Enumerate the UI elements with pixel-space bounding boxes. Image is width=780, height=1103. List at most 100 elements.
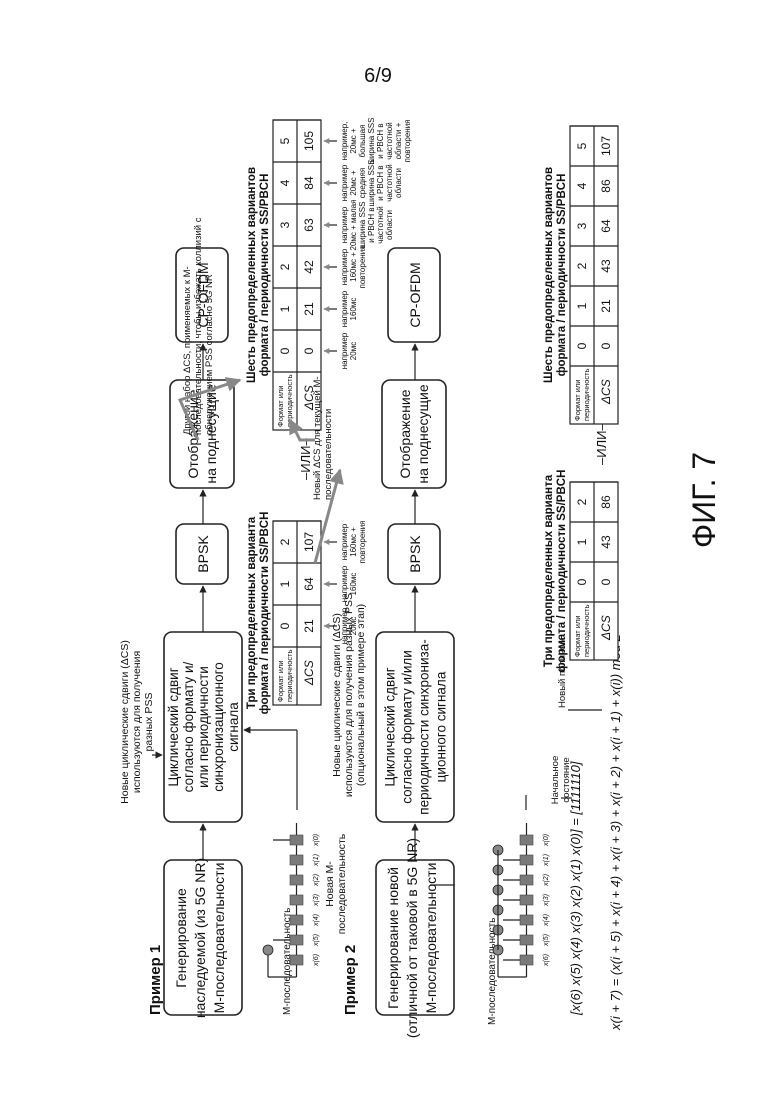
table2-delta-cell: 105	[302, 131, 316, 151]
table2-note-text: 160мс +	[349, 252, 358, 282]
example2-cyc-text: периодичности синхрониза-	[417, 639, 432, 814]
page-number: 6/9	[364, 65, 392, 87]
example2-gen-text: Генерирование новой	[385, 867, 401, 1009]
table4-title: формата / периодичности SS/PBCH	[556, 174, 568, 377]
example1-note: используются для получения	[131, 651, 143, 793]
table2-note-text: 20мс +	[349, 128, 358, 154]
example1-register-label: x(0)	[313, 834, 320, 847]
table2-note-text: средняя	[358, 168, 367, 198]
example2-bpsk-text: BPSK	[407, 535, 423, 573]
table2-delta-cell: 63	[302, 218, 316, 232]
example2-register-label: x(6)	[543, 954, 550, 967]
table2-note-text: например	[340, 164, 349, 201]
table2-note-text: например	[340, 248, 349, 285]
annotation-other-set: обнаружением PSS согласно 5G NR	[204, 274, 215, 435]
table2-delta-cell: 42	[302, 260, 316, 274]
table3-delta-cell: 86	[599, 495, 613, 509]
table1-note-text: 160мс	[349, 573, 358, 596]
table2-note-text: ширина SSS	[367, 118, 376, 165]
rotated-figure: Пример 1 Новые циклические сдвиги (ΔCS)ис…	[119, 118, 722, 1039]
example2-register-label: x(0)	[543, 834, 550, 847]
table2-row-header: периодичность	[285, 374, 294, 427]
table2-note-text: большая	[358, 125, 367, 158]
or-label-top: –ИЛИ–	[298, 438, 313, 480]
example1-register-cell	[290, 835, 303, 845]
example1-register-cell	[290, 855, 303, 865]
table2-format-cell: 5	[278, 137, 292, 144]
example2-register-cell	[520, 895, 533, 905]
example2-title: Пример 2	[342, 945, 359, 1015]
table1-row-header-delta: ΔCS	[302, 660, 316, 686]
example2-cyc-text: Циклический сдвиг	[383, 667, 398, 786]
table2-note-text: частотной	[376, 206, 385, 243]
table2-note-text: повторения	[403, 120, 412, 163]
example2-register-cell	[520, 955, 533, 965]
example1-title: Пример 1	[147, 945, 164, 1015]
example1-register-label: x(3)	[313, 894, 320, 907]
table2-delta-cell: 84	[302, 176, 316, 190]
table4-delta-cell: 0	[599, 342, 613, 349]
table4-format-cell: 0	[575, 342, 589, 349]
example1-gen-text: М-последовательности	[211, 863, 227, 1014]
table2-delta-cell: 21	[302, 302, 316, 316]
example1-gen-text: наследуемой (из 5G NR)	[192, 858, 208, 1018]
table2-title: формата / периодичности SS/PBCH	[259, 174, 271, 377]
table2-note-text: 160мс	[349, 298, 358, 321]
table3-delta-cell: 43	[599, 535, 613, 549]
table3-row-header: периодичность	[582, 604, 591, 657]
figure-caption: ФИГ. 7	[686, 452, 722, 548]
table2-note-text: и PBCH в	[376, 123, 385, 158]
example2-register-cell	[520, 915, 533, 925]
table2-format-cell: 2	[278, 263, 292, 270]
table4-delta-cell: 64	[599, 219, 613, 233]
table1-format-cell: 0	[278, 622, 292, 629]
table2-note-text: повторения	[358, 246, 367, 289]
table1-note-text: 160мс +	[349, 527, 358, 557]
annotation-other-set: последовательности, чтобы избежать колли…	[193, 217, 204, 435]
example2-register-label: x(5)	[543, 934, 550, 947]
example1-cyc-text: синхронизационного	[211, 662, 226, 792]
table2-note-text: и PBCH в	[376, 165, 385, 200]
table3-delta-cell: 0	[599, 578, 613, 585]
example1-register-label: x(1)	[313, 854, 320, 867]
table4-format-cell: 5	[575, 142, 589, 149]
example2-cyc-text: согласно формату и/или	[400, 650, 415, 804]
example1-register-label: x(4)	[313, 914, 320, 927]
figure-content: Пример 1 Новые циклические сдвиги (ΔCS)ис…	[119, 118, 722, 1039]
table2-delta-cell: 0	[302, 347, 316, 354]
table3-title: формата / периодичности SS/PBCH	[556, 470, 568, 673]
example1-bpsk-text: BPSK	[195, 535, 211, 573]
table1-note-text: например	[340, 523, 349, 560]
example1-note: Новые циклические сдвиги (ΔCS)	[119, 640, 131, 804]
example1-cyc-text: Циклический сдвиг	[166, 667, 181, 786]
example1-cyc-text: согласно формату и/	[181, 661, 196, 792]
table2-note-text: и PBCH в	[367, 207, 376, 242]
example2-register-cell	[520, 875, 533, 885]
example1-register-cell	[290, 935, 303, 945]
table2-row-header: Формат или	[276, 386, 285, 427]
table1-row-header: периодичность	[285, 649, 294, 702]
table3-format-cell: 2	[575, 498, 589, 505]
table4-format-cell: 1	[575, 302, 589, 309]
table1-format-cell: 2	[278, 538, 292, 545]
table4-row-header: Формат или	[573, 380, 582, 421]
table2-note-text: области	[394, 168, 403, 198]
table1-row-header: Формат или	[276, 661, 285, 702]
example1-register-cell	[290, 955, 303, 965]
example2-gen-text: (отличной от таковой в 5G NR)	[404, 838, 420, 1038]
example1-register-label: x(5)	[313, 934, 320, 947]
table1-note-text: 20мс	[349, 617, 358, 635]
table1-note-text: например	[340, 607, 349, 644]
example1-register-cell	[290, 895, 303, 905]
example2-register-cell	[520, 835, 533, 845]
table4-format-cell: 4	[575, 182, 589, 189]
table4-format-cell: 2	[575, 262, 589, 269]
table4-row-header: периодичность	[582, 368, 591, 421]
table1-delta-cell: 64	[302, 577, 316, 591]
example2-new-mseq: последовательность	[336, 833, 348, 934]
example2-poly-eq: x(i + 7) = (x(i + 5) + x(i + 4) + x(i + …	[608, 633, 623, 1031]
table2-note-text: например	[340, 332, 349, 369]
table3-row-header: Формат или	[573, 616, 582, 657]
example2-map-text: Отображение	[397, 389, 413, 478]
